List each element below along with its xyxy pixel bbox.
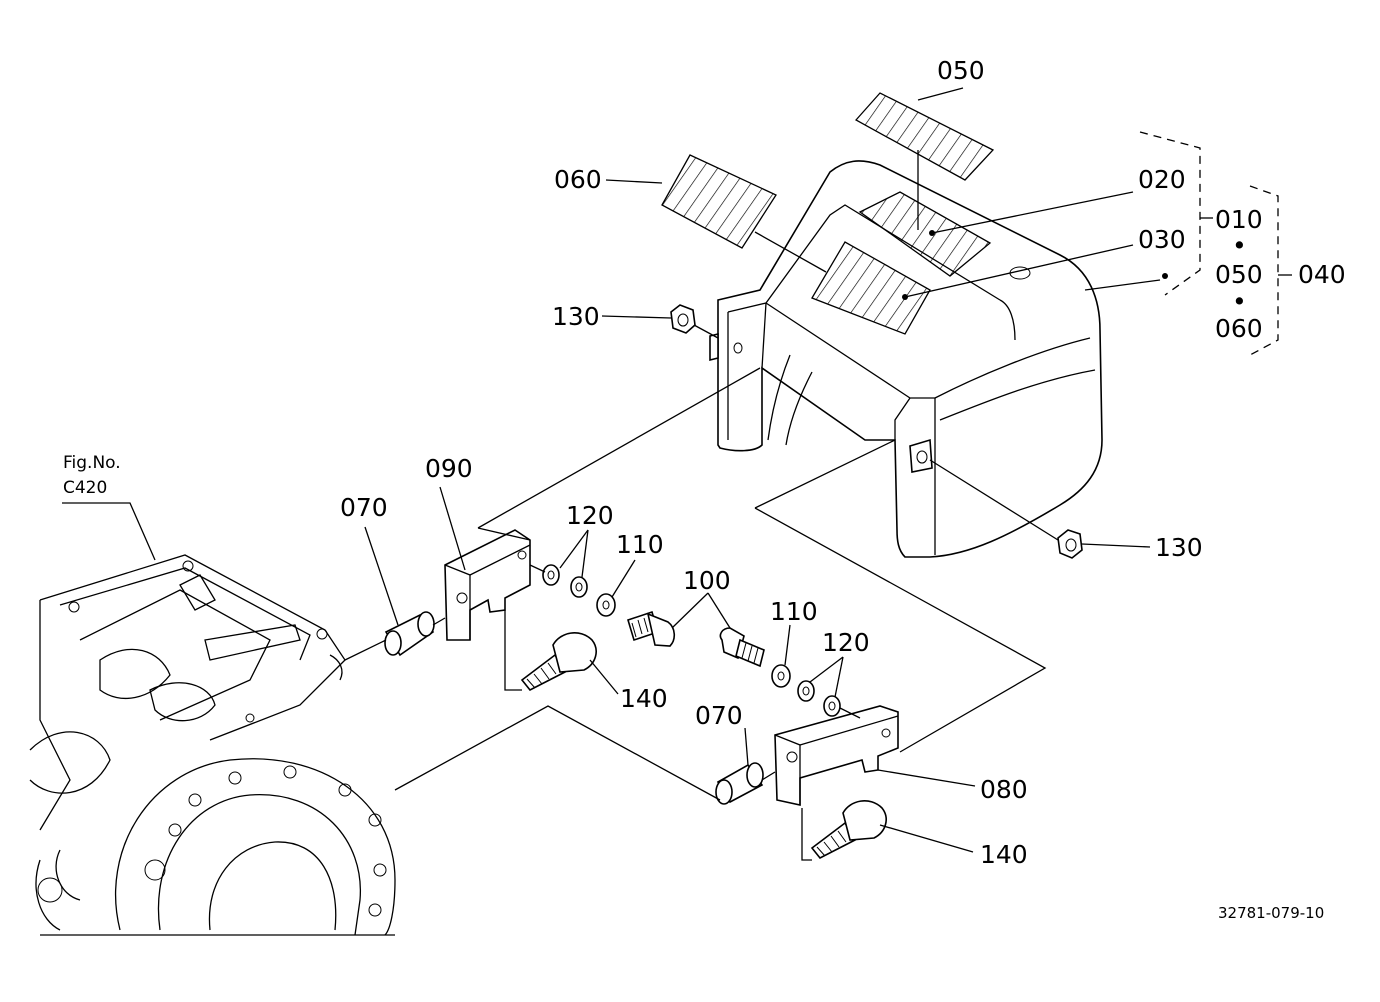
- label-010: 010: [1215, 205, 1263, 234]
- label-120-a: 120: [566, 501, 614, 530]
- bracket-090: [444, 529, 531, 641]
- drawing-number: 32781-079-10: [1218, 904, 1324, 922]
- label-080: 080: [980, 775, 1028, 804]
- label-130-b: 130: [1155, 533, 1203, 562]
- label-020: 020: [1138, 165, 1186, 194]
- bolt-100-b: [719, 627, 765, 668]
- nut-130-b: [1057, 529, 1083, 559]
- label-060-group: 060: [1215, 314, 1263, 343]
- bracket-080: [774, 705, 899, 806]
- nut-130-a: [670, 304, 696, 334]
- label-040: 040: [1298, 260, 1346, 289]
- label-070-b: 070: [695, 701, 743, 730]
- group-dot-2: •: [1232, 287, 1247, 316]
- decal-060: [661, 154, 777, 249]
- bolt-140-b: [810, 800, 887, 860]
- label-050-group: 050: [1215, 260, 1263, 289]
- label-110-a: 110: [616, 530, 664, 559]
- fig-ref-number: C420: [63, 478, 107, 498]
- label-100: 100: [683, 566, 731, 595]
- washers-upper: [542, 564, 616, 617]
- label-090: 090: [425, 454, 473, 483]
- fig-ref-label: Fig.No.: [63, 453, 121, 473]
- label-140-b: 140: [980, 840, 1028, 869]
- label-030: 030: [1138, 225, 1186, 254]
- label-110-b: 110: [770, 597, 818, 626]
- cover-hood: [709, 160, 1103, 558]
- group-dot-1: •: [1232, 231, 1247, 260]
- collar-070-a: [384, 611, 435, 657]
- label-130-a: 130: [552, 302, 600, 331]
- label-060-top: 060: [554, 165, 602, 194]
- label-050-top: 050: [937, 56, 985, 85]
- leader-lines: [62, 87, 1292, 861]
- decal-050: [854, 92, 995, 181]
- washers-lower: [771, 664, 841, 717]
- label-070-a: 070: [340, 493, 388, 522]
- callout-labels: 050 060 020 030 010 • 050 • 060 040 130 …: [63, 56, 1346, 922]
- bolt-100-a: [627, 610, 676, 647]
- label-140-a: 140: [620, 684, 668, 713]
- label-120-b: 120: [822, 628, 870, 657]
- transmission-case: [29, 554, 396, 936]
- bolt-140-a: [520, 632, 597, 692]
- collar-070-b: [715, 762, 764, 805]
